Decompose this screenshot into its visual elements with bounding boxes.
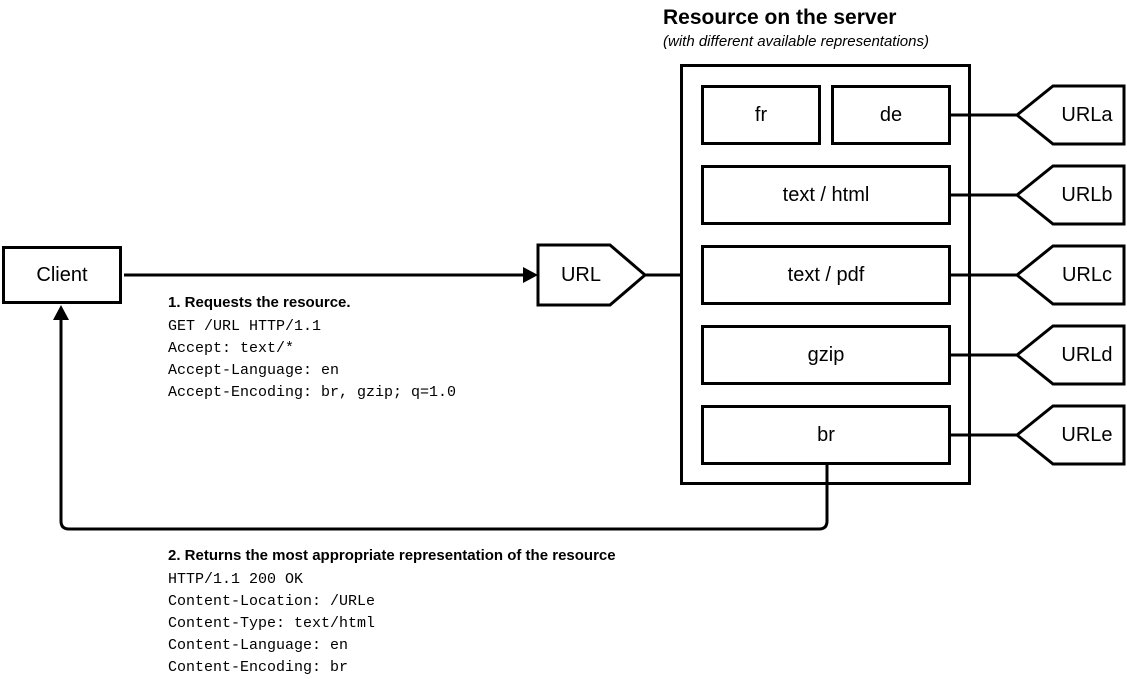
request-line: Accept-Language: en [168,362,340,379]
return-arrow-path [59,310,829,531]
request-text-block: 1. Requests the resource. GET /URL HTTP/… [168,294,456,404]
server-box [680,64,971,485]
representation-label: br [817,423,835,446]
response-line: HTTP/1.1 200 OK [168,571,304,588]
response-line: Content-Language: en [168,637,349,654]
representation-label: gzip [807,343,845,366]
representation-box-fr: fr [701,85,821,145]
request-line: Accept-Encoding: br, gzip; q=1.0 [168,384,457,401]
server-subtitle: (with different available representation… [663,33,929,50]
url-tag-shape [1014,244,1126,306]
url-node-label: URL [560,263,601,286]
url-tag-shape [1014,324,1126,386]
url-tag-label-a: URLa [1061,103,1113,126]
request-line: GET /URL HTTP/1.1 [168,318,322,335]
response-line: Content-Type: text/html [168,615,376,632]
client-label: Client [36,263,88,286]
response-line: Content-Location: /URLe [168,593,376,610]
response-text-block: 2. Returns the most appropriate represen… [168,547,616,679]
request-heading: 1. Requests the resource. [168,294,351,311]
url-tag-label-e: URLe [1061,423,1113,446]
url-tag-shape [1014,84,1126,146]
url-tag-label-c: URLc [1061,263,1112,286]
response-line: Content-Encoding: br [168,659,349,676]
url-tag-shape [1014,164,1126,226]
url-node-shape [536,243,648,307]
representation-label: de [879,103,903,126]
representation-box-de: de [831,85,951,145]
representation-box-text-html: text / html [701,165,951,225]
url-tag-shape [1014,404,1126,466]
url-tag-label-b: URLb [1061,183,1113,206]
representation-box-text-pdf: text / pdf [701,245,951,305]
representation-label: text / pdf [787,263,865,286]
representation-label: fr [754,103,768,126]
representation-box-br: br [701,405,951,465]
url-tag-label-d: URLd [1061,343,1113,366]
request-line: Accept: text/* [168,340,295,357]
client-box: Client [2,246,122,304]
response-heading: 2. Returns the most appropriate represen… [168,547,616,564]
request-arrowhead-icon [523,267,538,283]
representation-label: text / html [782,183,870,206]
server-title: Resource on the server [663,6,897,29]
return-arrowhead-icon [53,305,69,320]
representation-box-gzip: gzip [701,325,951,385]
